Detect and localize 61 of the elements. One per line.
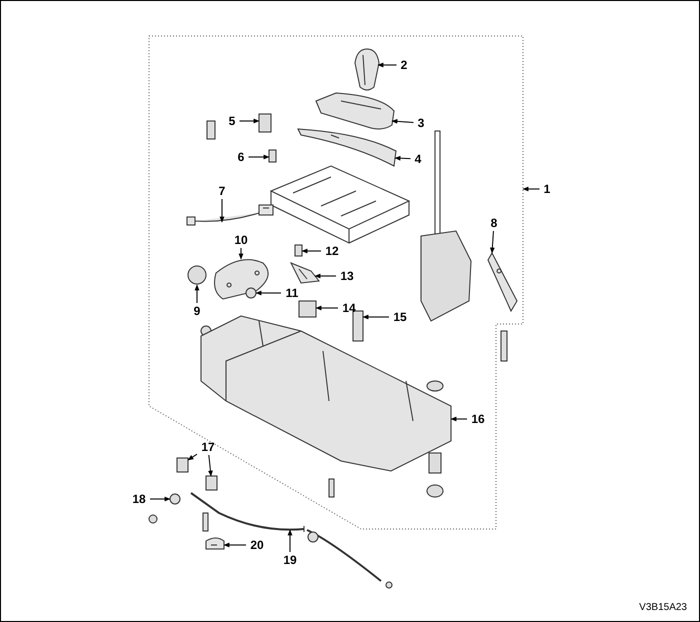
- clip-part: [206, 538, 224, 550]
- leader-line: [391, 118, 414, 124]
- callout-number: 2: [398, 58, 410, 72]
- callout-number: 3: [416, 116, 426, 130]
- leader-line: [315, 306, 338, 310]
- leader-line: [194, 284, 200, 304]
- figure-code: V3B15A23: [639, 602, 687, 613]
- indicator-bezel: [316, 92, 394, 130]
- dust-cover: [298, 128, 396, 166]
- pin-part: [268, 150, 276, 162]
- leader-line: [188, 454, 198, 460]
- leader-line: [314, 274, 336, 278]
- shift-cable: [190, 492, 304, 532]
- callout-number: 7: [216, 184, 228, 198]
- callout-number: 12: [323, 244, 341, 258]
- callout-number: 9: [192, 304, 202, 318]
- leader-line: [377, 62, 397, 68]
- bracket-part: [487, 252, 518, 312]
- callout-number: 19: [281, 553, 299, 567]
- shift-knob: [354, 48, 380, 90]
- callout-number: 20: [248, 538, 266, 552]
- callout-number: 6: [236, 150, 246, 164]
- leader-line: [394, 156, 411, 161]
- callout-number: 14: [340, 301, 358, 315]
- callout-number: 15: [391, 310, 409, 324]
- callout-number: 4: [412, 152, 424, 166]
- nut-part: [246, 288, 256, 298]
- bushing-part: [170, 494, 180, 504]
- detent-part: [290, 262, 320, 284]
- solenoid-unit: [298, 300, 316, 318]
- lever-part: [352, 310, 364, 342]
- leader-line: [220, 198, 224, 223]
- leader-line: [522, 186, 540, 192]
- clip-part: [176, 458, 188, 472]
- leader-line: [208, 454, 213, 477]
- spring-part: [294, 244, 302, 256]
- switch-part: [258, 114, 272, 132]
- callout-number: 8: [488, 216, 500, 230]
- callout-number: 16: [469, 412, 487, 426]
- leader-line: [239, 118, 260, 124]
- leader-line: [450, 416, 468, 422]
- leader-line: [223, 542, 246, 548]
- leader-line: [150, 496, 171, 502]
- callout-number: 10: [232, 233, 250, 247]
- plate-part: [214, 259, 269, 300]
- solenoid-part: [188, 266, 206, 284]
- leader-line: [248, 154, 270, 160]
- leader-line: [238, 248, 244, 260]
- callout-number: 5: [226, 114, 238, 128]
- clip-part: [206, 476, 218, 490]
- leader-line: [490, 230, 495, 254]
- callout-number: 18: [130, 492, 148, 506]
- leader-line: [362, 314, 390, 320]
- leader-line: [255, 290, 282, 296]
- callout-number: 11: [283, 286, 301, 300]
- callout-number: 13: [338, 269, 356, 283]
- leader-line: [301, 248, 322, 254]
- leader-line: [288, 529, 292, 552]
- wire-harness: [186, 204, 274, 226]
- callout-number: 1: [542, 182, 552, 196]
- callout-number: 17: [199, 440, 217, 454]
